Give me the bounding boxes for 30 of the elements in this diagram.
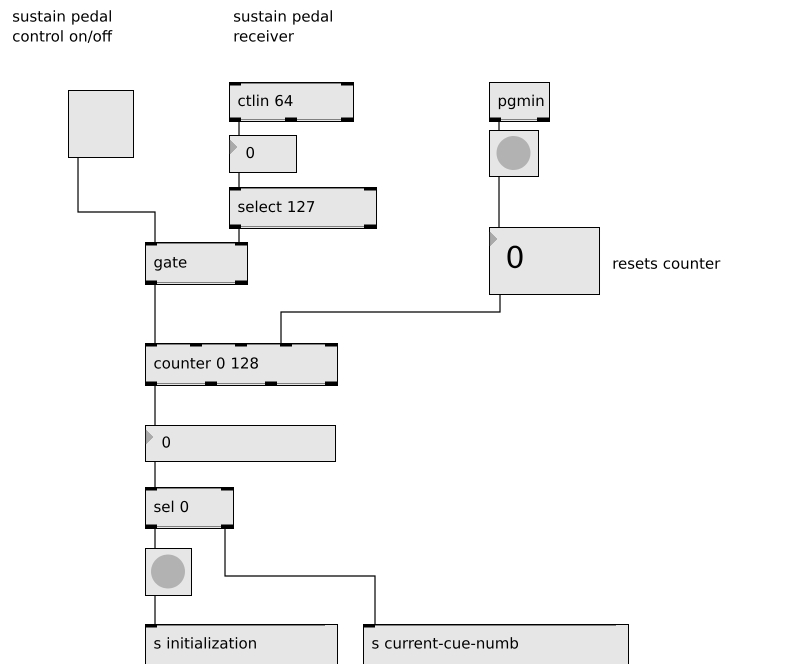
object-box: pgmin — [489, 82, 550, 122]
object-box: gate — [145, 242, 248, 285]
number-box: 0 — [229, 135, 297, 173]
connector — [154, 596, 156, 624]
object-box: select 127 — [229, 187, 377, 229]
connector — [224, 529, 376, 624]
connector — [154, 285, 156, 343]
number-box: 0 — [489, 227, 600, 295]
number-box: 0 — [145, 425, 336, 462]
connector — [238, 122, 240, 135]
connector — [154, 462, 156, 487]
bang-button — [145, 548, 192, 596]
connector — [154, 529, 156, 548]
connector — [498, 177, 500, 227]
connector — [154, 386, 156, 425]
connector — [280, 295, 501, 343]
comment-text: sustain pedal control on/off — [13, 10, 112, 43]
bang-button — [489, 130, 539, 177]
toggle-box — [68, 90, 134, 158]
comment-text: resets counter — [614, 258, 720, 269]
object-box: s current-cue-numb — [363, 624, 629, 664]
object-box: s initialization — [145, 624, 338, 664]
connector — [77, 158, 156, 242]
object-box: sel 0 — [145, 487, 234, 529]
object-box: counter 0 128 — [145, 343, 338, 386]
connector — [238, 229, 240, 242]
connector — [498, 122, 500, 130]
connector — [238, 173, 240, 187]
comment-text: sustain pedal receiver — [234, 10, 332, 42]
object-box: ctlin 64 — [229, 82, 354, 122]
